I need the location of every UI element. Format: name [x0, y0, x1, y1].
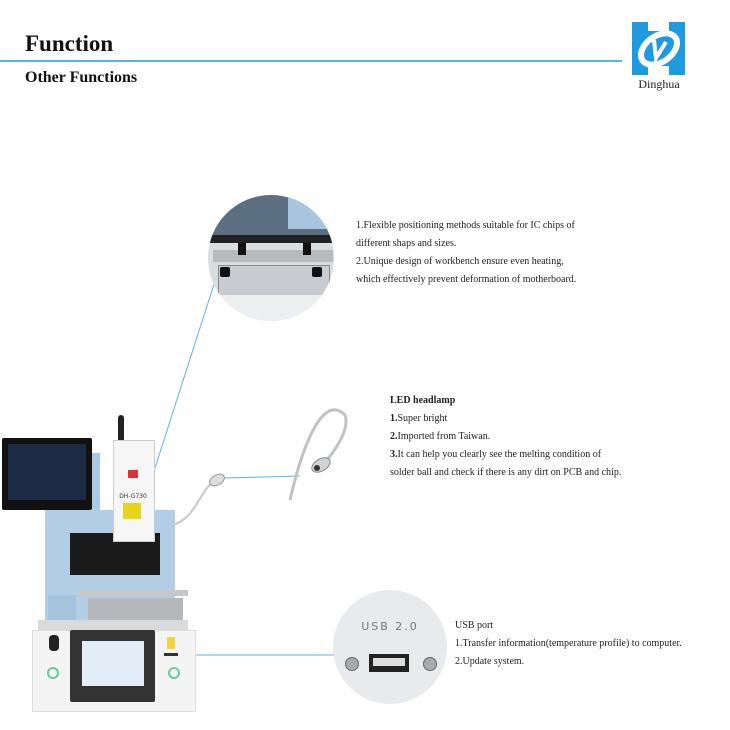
led-item-continuation: solder ball and check if there is any di…: [390, 467, 622, 478]
workbench-line: 1.Flexible positioning methods suitable …: [356, 220, 575, 231]
workbench-line: different shaps and sizes.: [356, 238, 457, 249]
workbench-line: which effectively prevent deformation of…: [356, 274, 577, 285]
led-headlamp-image: [288, 408, 348, 501]
led-description: LED headlamp 1.Super bright 2.Imported f…: [390, 392, 621, 482]
usb-port-indicator: [164, 653, 178, 656]
usb-line: 2.Update system.: [455, 656, 525, 667]
workbench-line: 2.Unique design of workbench ensure even…: [356, 256, 564, 267]
machine-model-label: DH-G730: [119, 493, 147, 500]
led-heading: LED headlamp: [390, 395, 456, 406]
usb-port-label: USB 2.0: [361, 620, 419, 633]
workbench-description: 1.Flexible positioning methods suitable …: [356, 217, 576, 289]
led-item: 3.It can help you clearly see the meltin…: [390, 449, 602, 460]
machine-lamp-arm: [171, 473, 225, 526]
usb-description: USB port 1.Transfer information(temperat…: [455, 617, 682, 671]
rework-station-image: DH-G730: [0, 415, 200, 712]
workbench-closeup-image: [208, 195, 334, 321]
usb-port-closeup-image: USB 2.0: [333, 590, 447, 704]
logo-brand-text: Dinghua: [638, 77, 680, 91]
usb-line: 1.Transfer information(temperature profi…: [455, 638, 682, 649]
led-item: 1.Super bright: [390, 413, 448, 424]
dinghua-logo: [632, 22, 685, 75]
led-item: 2.Imported from Taiwan.: [390, 431, 491, 442]
usb-heading: USB port: [455, 620, 494, 631]
section-title: Other Functions: [25, 69, 138, 86]
page-title: Function: [25, 31, 114, 56]
header-divider: [0, 60, 622, 62]
